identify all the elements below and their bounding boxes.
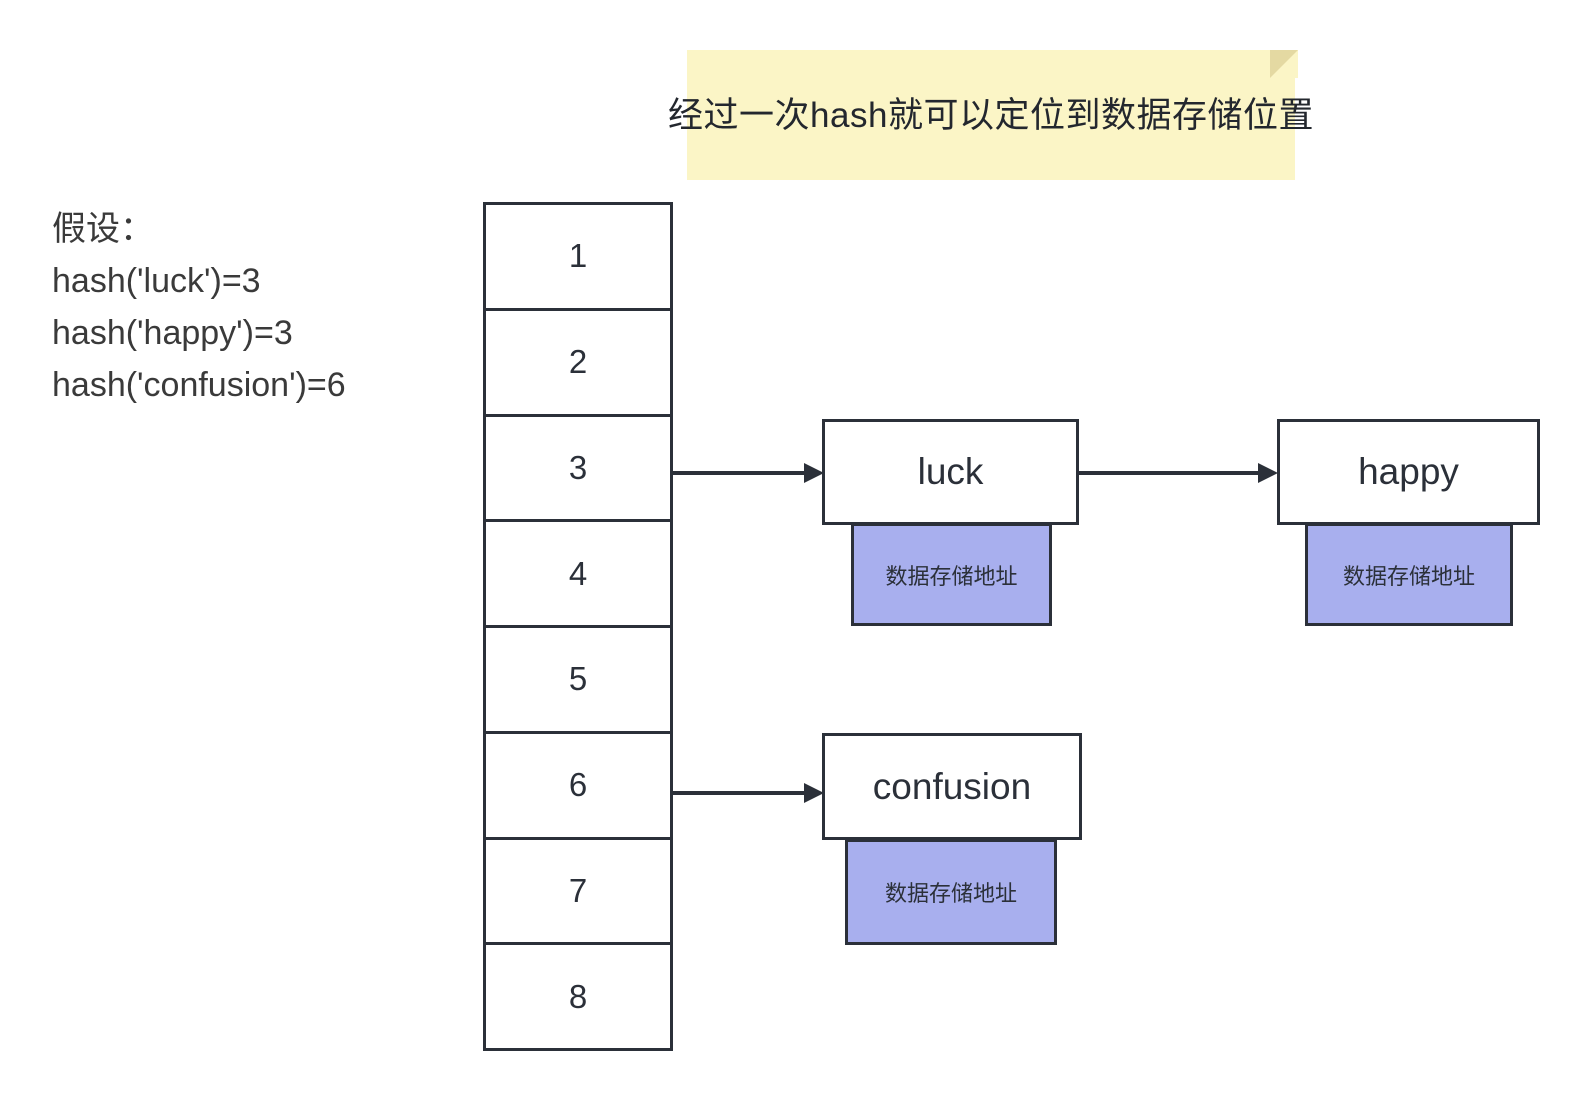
assumption-line-1: hash('luck')=3 — [52, 262, 261, 300]
hash-slot-cell: 3 — [486, 417, 670, 523]
entry-box-confusion: confusion — [822, 733, 1082, 840]
hash-slot-cell: 1 — [486, 205, 670, 311]
sticky-note: 经过一次hash就可以定位到数据存储位置 — [668, 50, 1313, 180]
hash-slot-table: 1 2 3 4 5 6 7 8 — [483, 202, 673, 1051]
arrow-head-icon — [804, 463, 824, 483]
arrow-shaft — [673, 471, 807, 475]
arrow-shaft — [1079, 471, 1261, 475]
hash-slot-cell: 8 — [568, 977, 588, 1015]
sticky-note-fold-corner-icon — [1270, 50, 1298, 78]
entry-box-happy: happy — [1277, 419, 1540, 525]
address-box-happy: 数据存储地址 — [1305, 523, 1513, 626]
assumption-line-2: hash('happy')=3 — [52, 314, 293, 352]
arrow-slot6-to-confusion — [673, 781, 824, 805]
arrow-shaft — [673, 791, 807, 795]
assumption-text-block: 假设： hash('luck')=3 hash('happy')=3 hash(… — [52, 203, 346, 411]
hash-slot-cell: 6 — [486, 734, 670, 840]
hash-slot-cell: 4 — [486, 522, 670, 628]
hash-slot-cell: 2 — [486, 311, 670, 417]
address-box-confusion: 数据存储地址 — [845, 839, 1057, 945]
sticky-note-text: 经过一次hash就可以定位到数据存储位置 — [668, 95, 1314, 135]
arrow-head-icon — [804, 783, 824, 803]
arrow-slot3-to-luck — [673, 461, 824, 485]
hash-slot-cell: 5 — [486, 628, 670, 734]
assumption-line-3: hash('confusion')=6 — [52, 366, 346, 404]
hash-slot-cell: 7 — [486, 840, 670, 946]
entry-box-luck: luck — [822, 419, 1079, 525]
arrow-head-icon — [1258, 463, 1278, 483]
address-box-luck: 数据存储地址 — [851, 523, 1052, 626]
assumption-line-0: 假设： — [52, 210, 154, 248]
arrow-luck-to-happy — [1079, 461, 1279, 485]
